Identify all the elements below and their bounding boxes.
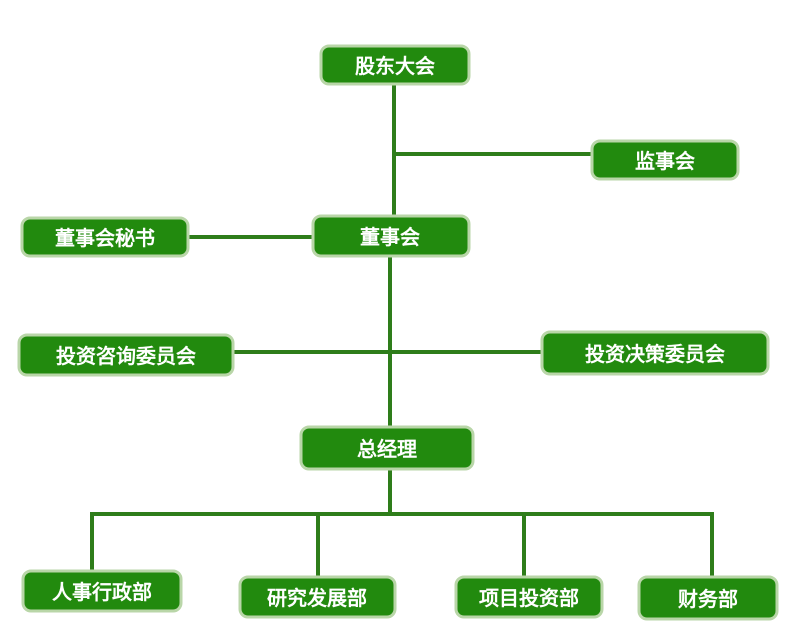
node-hr-admin: 人事行政部 <box>21 569 183 613</box>
node-invest-decision-label: 投资决策委员会 <box>585 342 725 366</box>
node-invest-consult-label: 投资咨询委员会 <box>56 344 196 368</box>
node-invest-consult: 投资咨询委员会 <box>17 333 235 377</box>
connectors <box>90 80 714 580</box>
node-board-label: 董事会 <box>360 225 420 249</box>
node-finance-label: 财务部 <box>678 587 738 611</box>
node-board-secretary: 董事会秘书 <box>20 216 190 258</box>
node-project-invest-label: 项目投资部 <box>479 586 579 610</box>
node-hr-admin-label: 人事行政部 <box>52 580 152 604</box>
node-finance: 财务部 <box>637 575 779 621</box>
node-invest-decision: 投资决策委员会 <box>540 330 770 376</box>
node-gm-label: 总经理 <box>357 437 417 461</box>
node-rnd-label: 研究发展部 <box>267 586 367 610</box>
node-board: 董事会 <box>311 214 471 258</box>
node-shareholders-label: 股东大会 <box>355 54 435 78</box>
node-rnd: 研究发展部 <box>238 575 397 619</box>
node-gm: 总经理 <box>299 425 475 471</box>
node-project-invest: 项目投资部 <box>454 575 604 619</box>
node-supervisory: 监事会 <box>590 139 740 181</box>
node-supervisory-label: 监事会 <box>635 149 695 173</box>
node-shareholders: 股东大会 <box>319 44 471 86</box>
node-board-secretary-label: 董事会秘书 <box>55 226 155 250</box>
